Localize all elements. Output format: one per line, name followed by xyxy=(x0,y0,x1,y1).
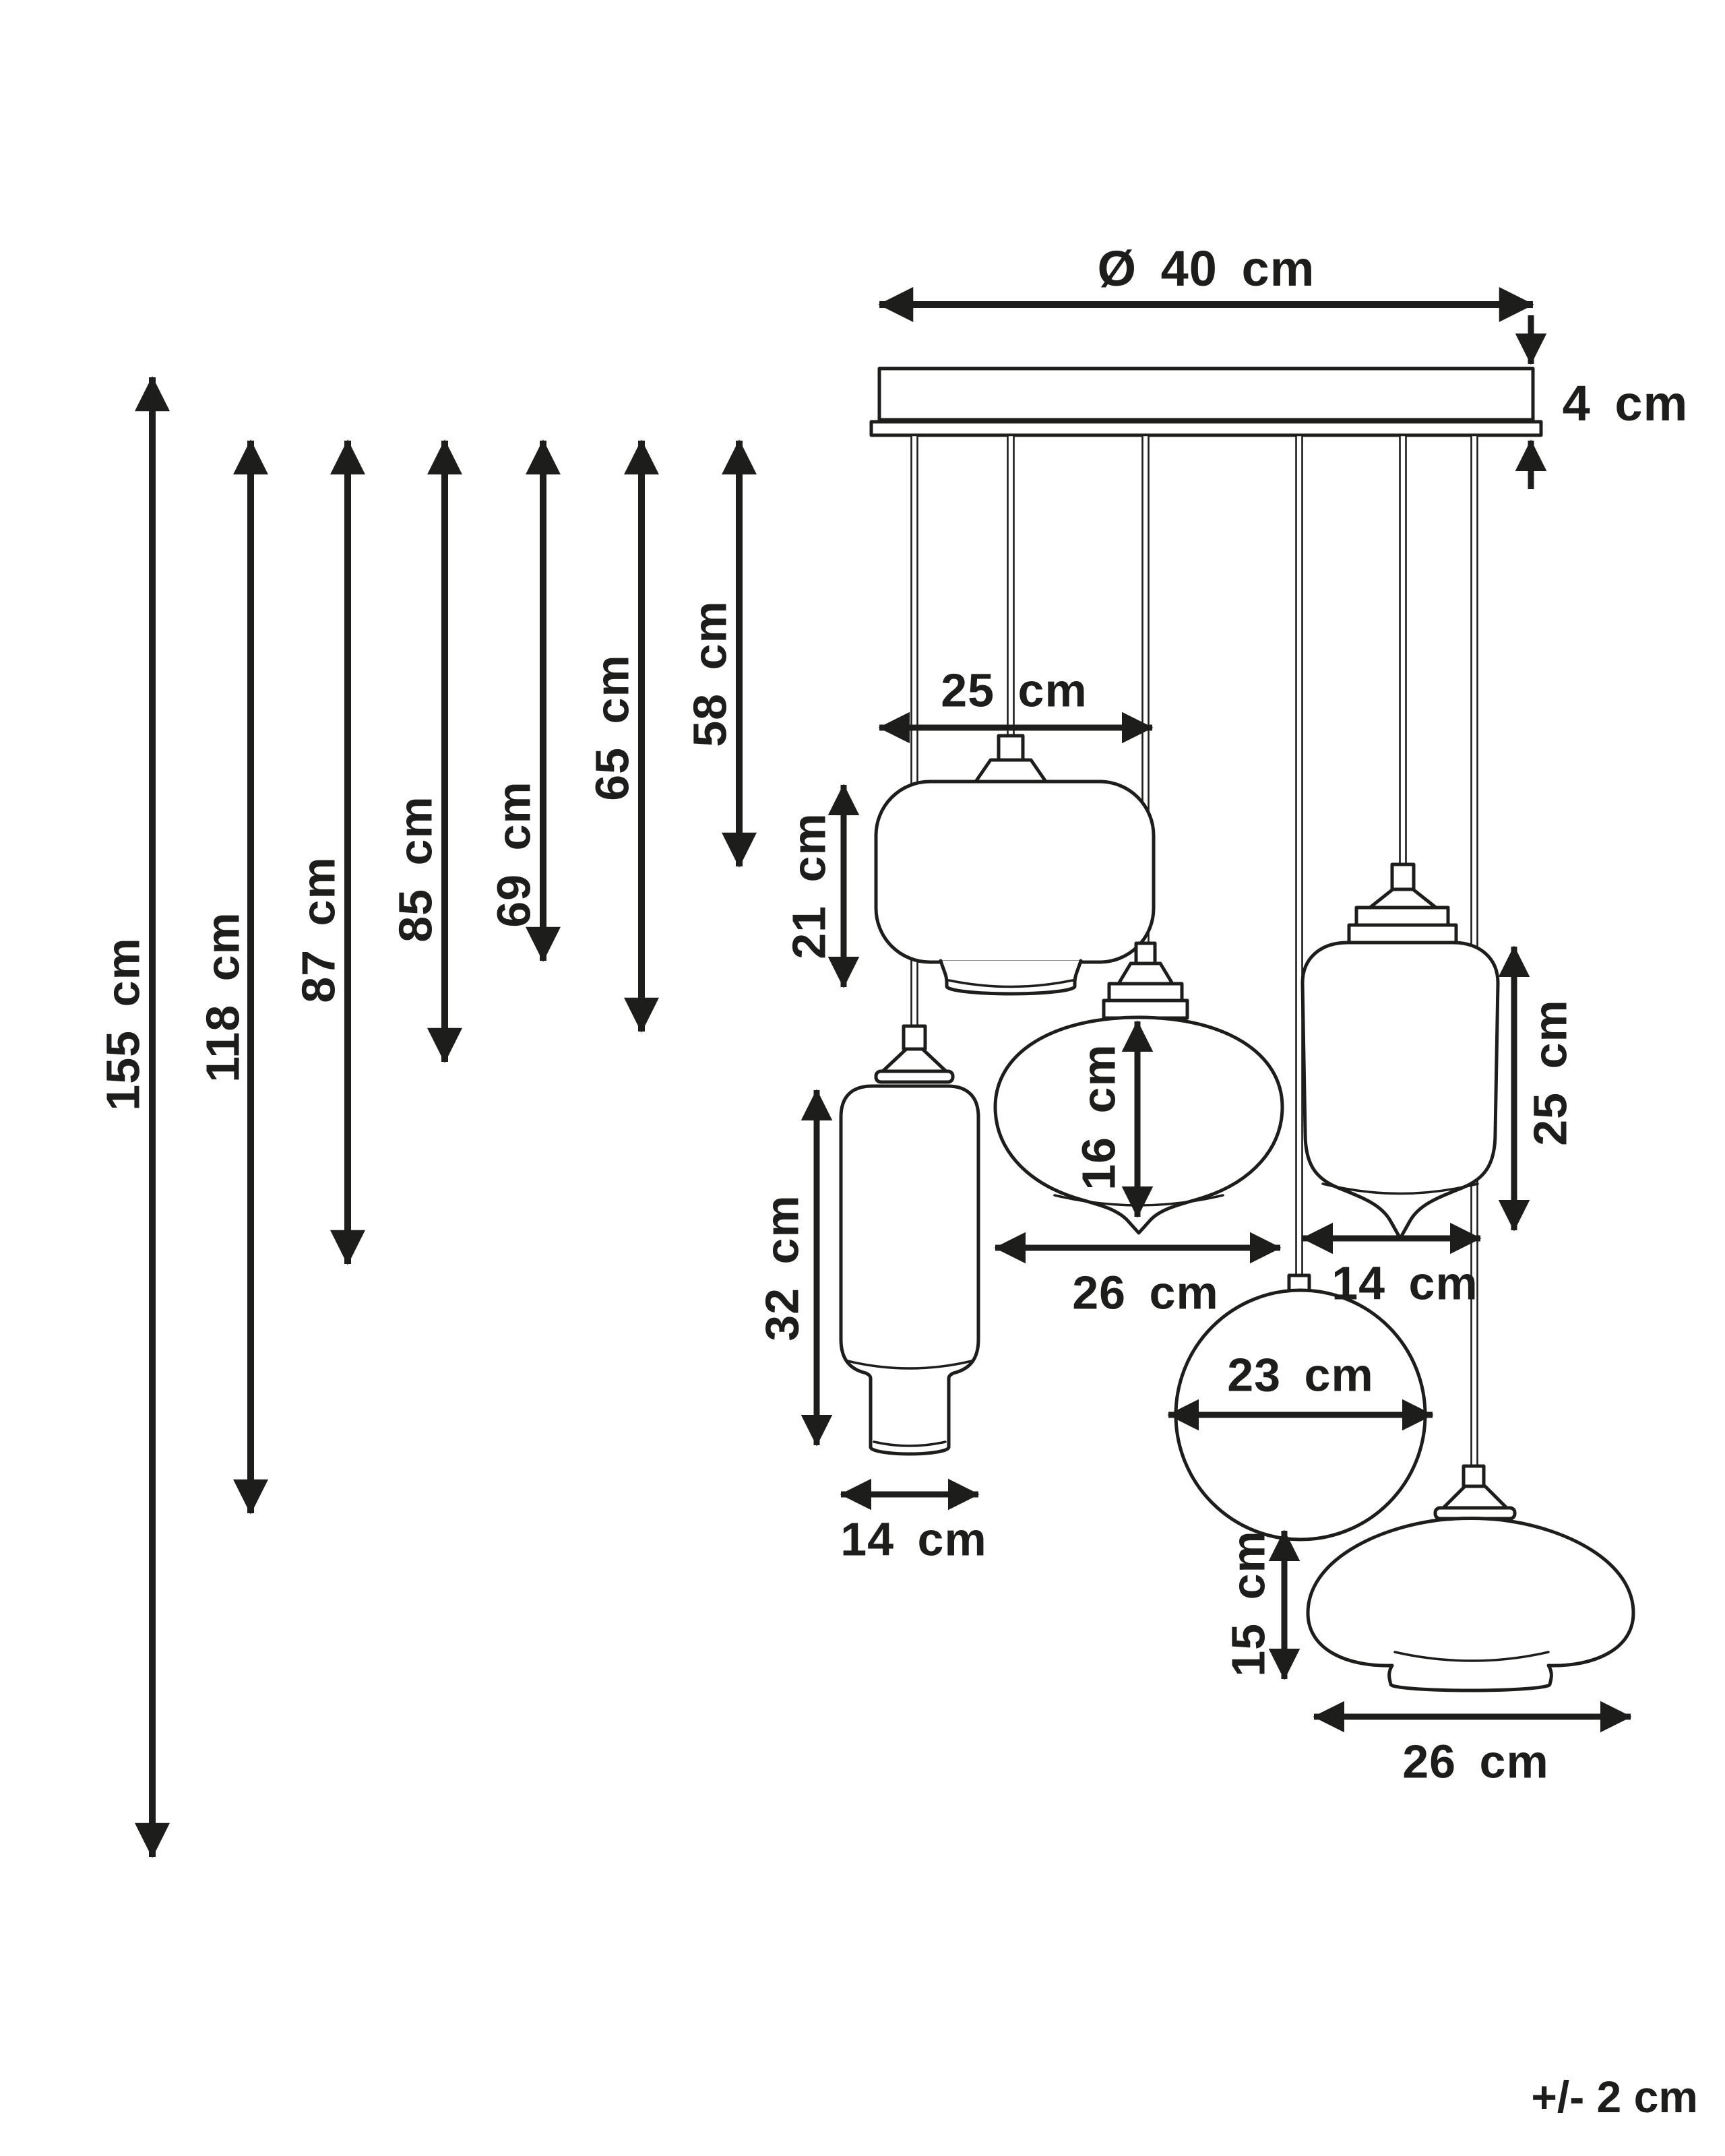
jar-shade-socket xyxy=(1390,862,1416,891)
pendant-cord-jar xyxy=(1399,434,1407,866)
rounded-square-height-label: 21 cm xyxy=(783,813,836,959)
tube-shade xyxy=(839,1024,980,1456)
drop-length-label-118: 118 cm xyxy=(197,912,249,1083)
drop-length-label-65: 65 cm xyxy=(586,654,639,800)
rounded-square-shade-skirt xyxy=(939,959,1083,996)
tube-width-label: 14 cm xyxy=(840,1513,986,1566)
tolerance-note: +/- 2 cm xyxy=(1531,2072,1698,2122)
drop-length-label-58: 58 cm xyxy=(684,600,736,747)
tube-shade-body xyxy=(839,1084,980,1456)
teardrop-shade-rim-line xyxy=(1393,1651,1550,1662)
pendant-cord-globe xyxy=(1295,434,1303,1277)
tube-height-label: 32 cm xyxy=(756,1195,809,1341)
jar-shade-rim-line xyxy=(1321,1182,1479,1195)
jar-shade-cap-upper xyxy=(1354,906,1450,927)
oval-height-label: 16 cm xyxy=(1073,1044,1125,1190)
oval-width-label: 26 cm xyxy=(1072,1267,1218,1319)
tube-shade-socket xyxy=(902,1024,927,1051)
rounded-square-shade xyxy=(874,734,1156,996)
rounded-square-shade-body xyxy=(874,780,1156,964)
oval-shade-socket xyxy=(1134,941,1157,965)
oval-shade-cap-lower xyxy=(1102,998,1189,1020)
drop-length-arrows: 155 cm 118 cm 87 cm 85 cm 69 cm 65 cm 58… xyxy=(97,376,757,1858)
tube-shade-rim-line xyxy=(873,1440,947,1447)
drop-length-label-155: 155 cm xyxy=(97,937,150,1110)
teardrop-shade-socket xyxy=(1462,1464,1486,1488)
jar-width-label: 14 cm xyxy=(1331,1257,1478,1310)
teardrop-width-label: 26 cm xyxy=(1402,1736,1548,1788)
canopy-height-label: 4 cm xyxy=(1563,375,1689,431)
rounded-square-shade-socket xyxy=(997,734,1025,762)
canopy-dimensions: Ø 40 cm 4 cm xyxy=(878,241,1689,489)
teardrop-shade-flare xyxy=(1441,1484,1509,1510)
jar-height-label: 25 cm xyxy=(1524,999,1577,1145)
rounded-square-shade-rim-line xyxy=(947,979,1074,988)
tube-shade-collar xyxy=(874,1069,955,1084)
globe-diameter-label: 23 cm xyxy=(1227,1349,1373,1401)
rounded-square-shade-flare xyxy=(974,758,1048,784)
teardrop-shade xyxy=(1306,1464,1635,1692)
canopy-diameter-label: Ø 40 cm xyxy=(1098,241,1315,296)
tube-shade-flare xyxy=(881,1047,948,1073)
drop-length-label-85: 85 cm xyxy=(389,796,442,942)
canopy-body xyxy=(877,367,1535,422)
jar-shade-flare xyxy=(1368,887,1438,910)
drop-length-label-87: 87 cm xyxy=(292,856,345,1003)
tube-shade-shoulder-line xyxy=(846,1360,973,1370)
jar-shade xyxy=(1300,862,1500,1240)
jar-shade-cap-lower xyxy=(1347,923,1458,945)
drop-length-label-69: 69 cm xyxy=(488,781,540,927)
oval-shade-cap-upper xyxy=(1107,982,1184,1003)
teardrop-shade-body xyxy=(1306,1517,1635,1692)
canopy-base-plate xyxy=(869,420,1543,437)
rounded-square-width-label: 25 cm xyxy=(941,664,1087,717)
teardrop-height-label: 15 cm xyxy=(1222,1530,1275,1676)
oval-shade-flare xyxy=(1117,961,1174,986)
ceiling-canopy xyxy=(869,367,1543,437)
shade-dimensions: 25 cm 21 cm 16 cm 26 cm 32 cm 14 cm 25 c… xyxy=(756,664,1632,1788)
